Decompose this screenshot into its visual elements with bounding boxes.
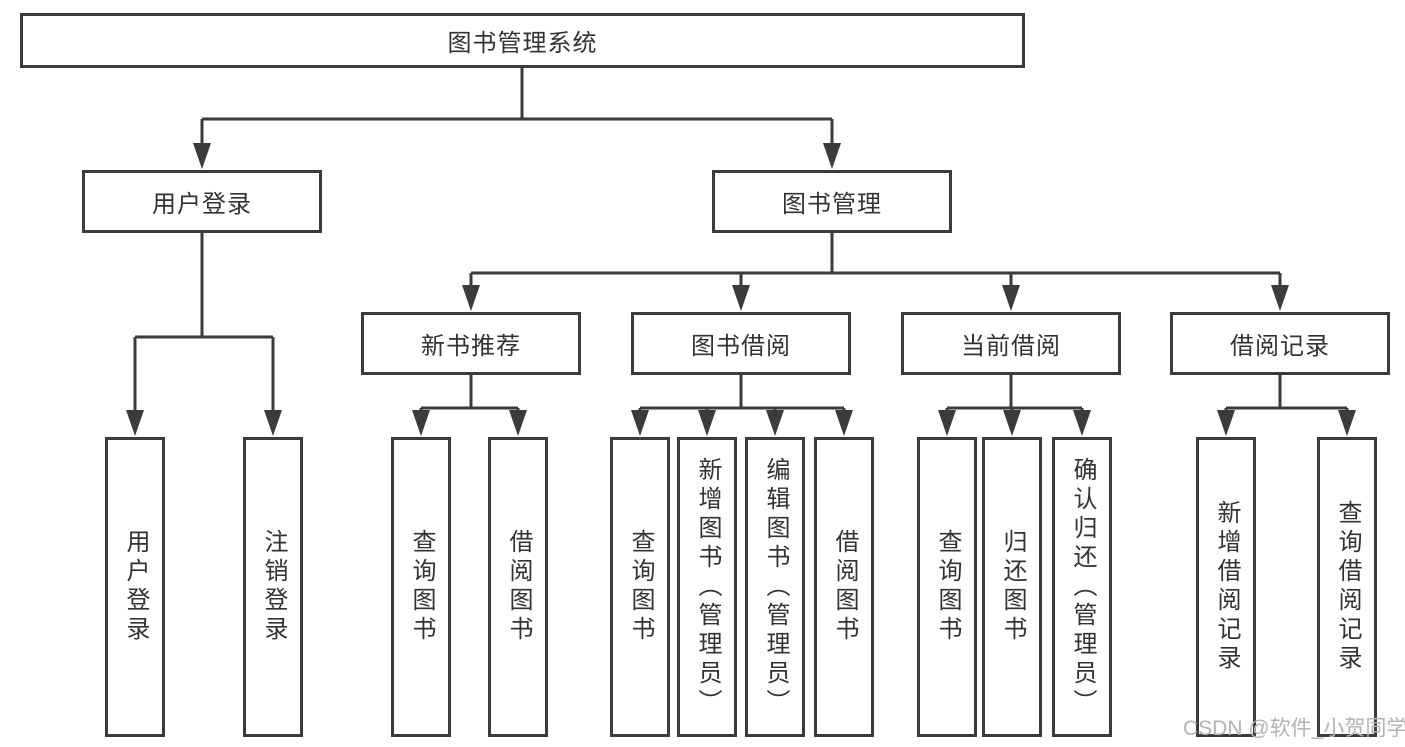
leaf-return-book: 归还图书: [982, 437, 1042, 737]
leaf-query-books-recommend-label: 查询图书: [408, 529, 435, 645]
node-current-borrow: 当前借阅: [901, 312, 1121, 375]
node-current-borrow-label: 当前借阅: [961, 333, 1061, 360]
connector-book-borrow-to-leaves: [631, 375, 853, 436]
leaf-edit-book-admin-label: 编辑图书（管理员）: [762, 456, 789, 718]
csdn-watermark: CSDN @软件_小贺同学: [1183, 717, 1405, 740]
leaf-query-books-borrow: 查询图书: [610, 437, 670, 737]
node-root-library-system: 图书管理系统: [20, 13, 1025, 68]
leaf-add-borrow-record: 新增借阅记录: [1196, 437, 1256, 737]
leaf-query-books-current: 查询图书: [917, 437, 977, 737]
leaf-user-login-label: 用户登录: [122, 529, 149, 645]
leaf-borrow-books-label: 借阅图书: [831, 529, 858, 645]
connector-user-login-to-leaves: [126, 233, 282, 436]
node-root-label: 图书管理系统: [447, 30, 598, 57]
leaf-add-book-admin-label: 新增图书（管理员）: [694, 456, 721, 718]
leaf-add-book-admin: 新增图书（管理员）: [677, 437, 737, 737]
leaf-edit-book-admin: 编辑图书（管理员）: [745, 437, 805, 737]
leaf-confirm-return-admin: 确认归还（管理员）: [1052, 437, 1112, 737]
leaf-return-book-label: 归还图书: [999, 529, 1026, 645]
leaf-query-books-borrow-label: 查询图书: [627, 529, 654, 645]
connector-current-borrow-to-leaves: [938, 375, 1091, 436]
connector-book-management-to-level3: [462, 233, 1289, 311]
leaf-logout: 注销登录: [243, 437, 303, 737]
leaf-logout-label: 注销登录: [260, 529, 287, 645]
connector-borrow-record-to-leaves: [1217, 375, 1356, 436]
connector-new-book-to-leaves: [412, 375, 527, 436]
leaf-query-books-recommend: 查询图书: [391, 437, 451, 737]
node-user-login: 用户登录: [82, 170, 322, 233]
leaf-add-borrow-record-label: 新增借阅记录: [1213, 500, 1240, 674]
leaf-query-borrow-record: 查询借阅记录: [1317, 437, 1377, 737]
leaf-borrow-books-recommend-label: 借阅图书: [505, 529, 532, 645]
connector-root-to-level2: [193, 68, 841, 169]
leaf-borrow-books: 借阅图书: [814, 437, 874, 737]
node-new-book-recommend-label: 新书推荐: [421, 333, 521, 360]
leaf-borrow-books-recommend: 借阅图书: [488, 437, 548, 737]
leaf-query-borrow-record-label: 查询借阅记录: [1334, 500, 1361, 674]
node-book-management: 图书管理: [712, 170, 952, 233]
node-user-login-label: 用户登录: [152, 191, 252, 218]
leaf-query-books-current-label: 查询图书: [934, 529, 961, 645]
node-new-book-recommend: 新书推荐: [361, 312, 581, 375]
node-book-borrow-label: 图书借阅: [691, 333, 791, 360]
leaf-confirm-return-admin-label: 确认归还（管理员）: [1069, 456, 1096, 718]
leaf-user-login: 用户登录: [105, 437, 165, 737]
node-borrow-records: 借阅记录: [1170, 312, 1390, 375]
node-borrow-records-label: 借阅记录: [1230, 333, 1330, 360]
node-book-borrow: 图书借阅: [631, 312, 851, 375]
node-book-management-label: 图书管理: [782, 191, 882, 218]
